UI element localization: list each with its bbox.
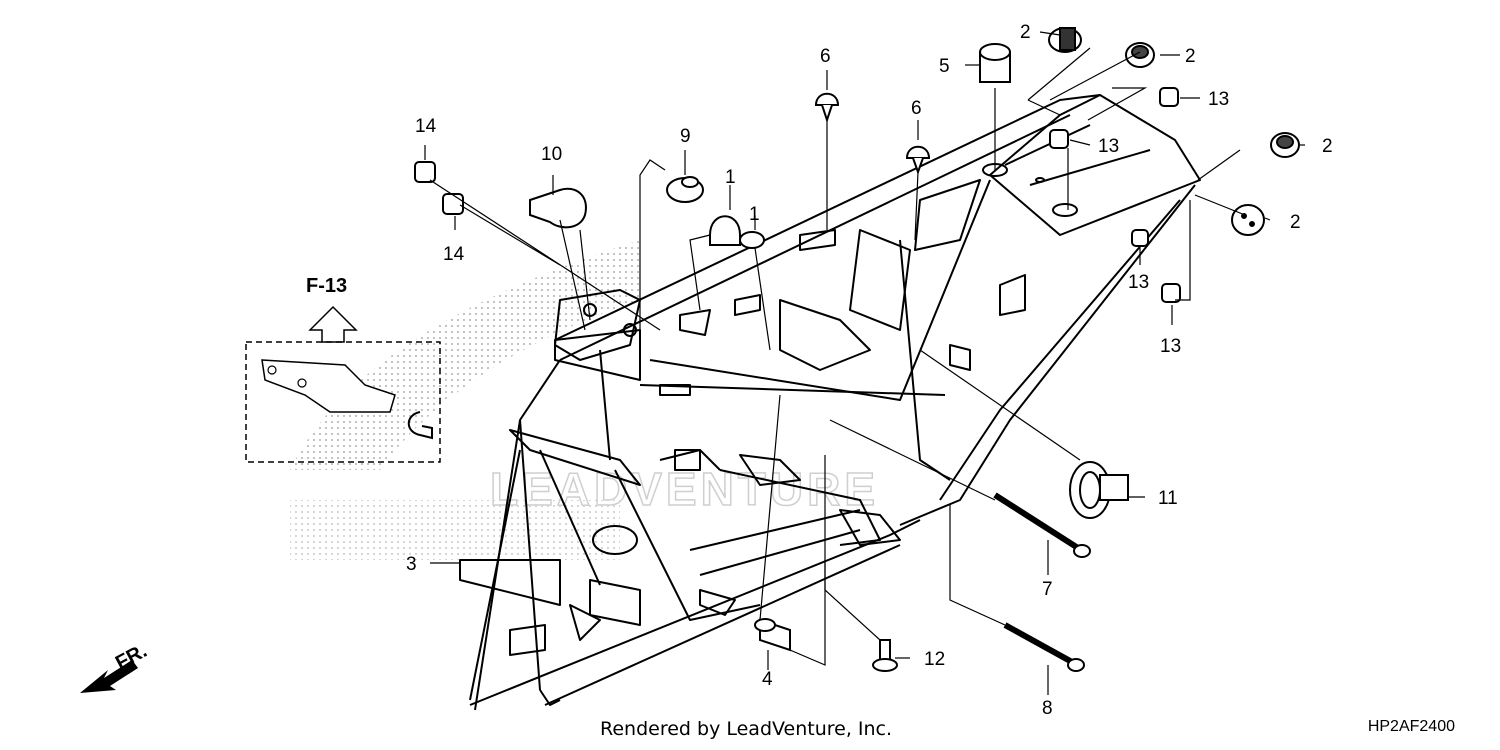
callout-1b[interactable]: 1 [749, 204, 760, 225]
callout-4[interactable]: 4 [762, 669, 773, 690]
part-7-bolt [993, 492, 1091, 558]
reference-box [245, 341, 441, 463]
leader-lines [424, 31, 1305, 695]
callout-2d[interactable]: 2 [1290, 212, 1301, 233]
callout-3[interactable]: 3 [406, 554, 417, 575]
part-11-clamp [1069, 461, 1129, 519]
callout-14b[interactable]: 14 [443, 244, 465, 265]
part-13-nut-c [1131, 229, 1149, 247]
part-2-grommet-b [1125, 42, 1155, 68]
reference-label[interactable]: F-13 [306, 275, 347, 297]
part-13-nut-d [1161, 283, 1181, 303]
callout-1a[interactable]: 1 [725, 167, 736, 188]
part-4-spacer [754, 618, 791, 652]
part-14-nut-a [414, 161, 436, 183]
callout-numbers: 1 1 2 2 2 2 3 4 5 6 6 7 8 9 10 11 12 13 … [406, 22, 1333, 719]
part-14-nut-b [442, 193, 464, 215]
part-1-cap-b [739, 231, 765, 249]
reference-clip [407, 411, 433, 440]
callout-13c[interactable]: 13 [1128, 272, 1149, 293]
callout-6a[interactable]: 6 [820, 46, 831, 67]
part-2-grommet-d [1231, 204, 1265, 236]
part-10-clamp [529, 187, 587, 229]
callout-2b[interactable]: 2 [1185, 46, 1196, 67]
front-arrow-icon [80, 660, 138, 693]
up-arrow-icon [308, 305, 358, 343]
part-6-rivet-a [814, 92, 840, 124]
part-6-rivet-b [905, 145, 931, 175]
part-2-grommet-c [1270, 132, 1300, 158]
part-9-clamp [666, 176, 704, 203]
footer-credit: Rendered by LeadVenture, Inc. [600, 718, 893, 740]
main-frame [459, 94, 1201, 711]
callout-5[interactable]: 5 [939, 56, 950, 77]
reference-f13[interactable]: F-13 [245, 275, 441, 463]
callout-8[interactable]: 8 [1042, 698, 1053, 719]
callout-13a[interactable]: 13 [1208, 89, 1229, 110]
callout-11[interactable]: 11 [1158, 488, 1178, 509]
part-13-nut-a [1159, 87, 1179, 107]
part-5-nut [979, 43, 1011, 83]
reference-bracket [261, 359, 396, 413]
callout-2c[interactable]: 2 [1322, 136, 1333, 157]
callout-13b[interactable]: 13 [1098, 136, 1119, 157]
part-2-grommet-a [1048, 27, 1082, 53]
part-12-bolt [872, 639, 898, 672]
callout-2a[interactable]: 2 [1020, 22, 1031, 43]
callout-14a[interactable]: 14 [415, 116, 437, 137]
callout-9[interactable]: 9 [680, 126, 691, 147]
callout-10[interactable]: 10 [541, 144, 562, 165]
callout-7[interactable]: 7 [1042, 579, 1053, 600]
callout-13d[interactable]: 13 [1160, 336, 1181, 357]
front-direction-indicator: FR. [80, 640, 151, 693]
parts [414, 27, 1300, 672]
diagram-code: HP2AF2400 [1367, 718, 1455, 735]
part-1-cap-a [709, 215, 741, 246]
callout-12[interactable]: 12 [924, 649, 945, 670]
part-13-nut-b [1049, 129, 1069, 149]
part-8-bolt [1003, 622, 1085, 672]
callout-6b[interactable]: 6 [911, 98, 922, 119]
